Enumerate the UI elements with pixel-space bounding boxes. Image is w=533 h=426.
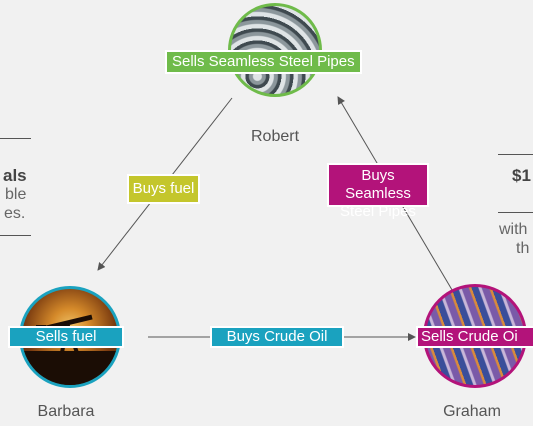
barbara-sells-label: Sells fuel — [10, 328, 122, 346]
left-panel-line-2: ble — [5, 186, 27, 203]
robert-sells-label: Sells Seamless Steel Pipes — [167, 52, 360, 72]
buys-seamless-pipes-label: Buys Seamless Steel Pipes — [329, 165, 427, 220]
left-panel-line-1: als — [3, 166, 27, 185]
right-panel-top-rule — [498, 154, 533, 155]
left-panel-bottom-rule — [0, 235, 31, 236]
right-panel-line-2: with — [499, 221, 528, 238]
graham-sells-label: Sells Crude Oi — [418, 328, 533, 346]
right-panel-mid-rule — [498, 212, 533, 213]
graham-name: Graham — [443, 403, 501, 420]
robert-name: Robert — [250, 128, 300, 145]
left-panel-line-3: es. — [4, 205, 26, 222]
barbara-name: Barbara — [37, 403, 95, 420]
buys-crude-oil-label: Buys Crude Oil — [212, 328, 342, 346]
buys-fuel-label: Buys fuel — [129, 176, 198, 202]
buys-seamless-pipes-text: Buys Seamless Steel Pipes — [340, 167, 416, 220]
left-panel-top-rule — [0, 138, 31, 139]
robert-steel-pipes-photo — [228, 3, 322, 97]
right-panel-line-1: $1 — [512, 166, 531, 185]
right-panel-line-3: th — [516, 240, 530, 257]
